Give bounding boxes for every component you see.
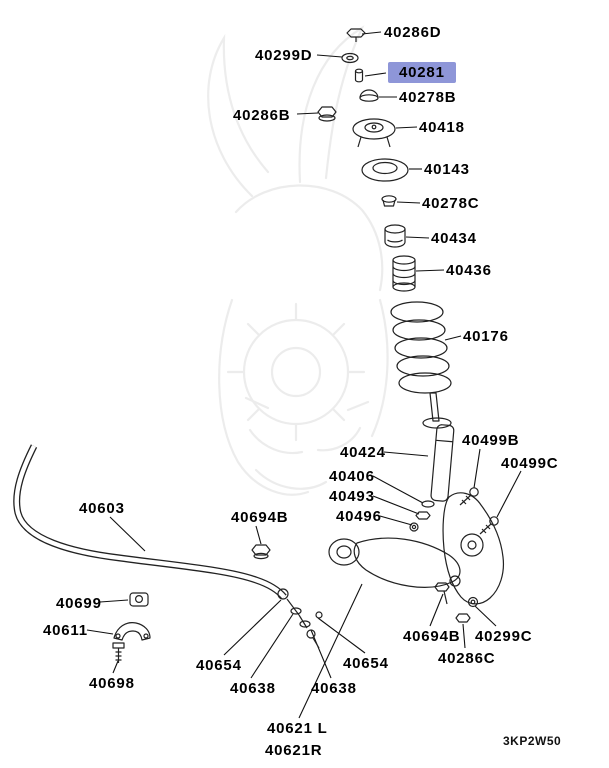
part-label-40694B-second[interactable]: 40694B	[403, 628, 461, 645]
part-label-40436[interactable]: 40436	[446, 262, 492, 279]
part-label-40299D[interactable]: 40299D	[255, 47, 313, 64]
part-label-40424[interactable]: 40424	[340, 444, 386, 461]
part-label-40499C[interactable]: 40499C	[501, 455, 559, 472]
bump-stopper-drawing	[384, 224, 406, 248]
part-label-40278B[interactable]: 40278B	[399, 89, 457, 106]
bolt-drawing	[112, 642, 125, 663]
bushing-drawing	[129, 592, 149, 607]
part-label-40499B[interactable]: 40499B	[462, 432, 520, 449]
part-label-40654-left[interactable]: 40654	[196, 657, 242, 674]
washer-drawing	[341, 52, 359, 64]
flanged-nut-drawing	[317, 106, 337, 122]
part-label-40299C[interactable]: 40299C	[475, 628, 533, 645]
part-label-40286B[interactable]: 40286B	[233, 107, 291, 124]
part-label-40434[interactable]: 40434	[431, 230, 477, 247]
part-label-40493[interactable]: 40493	[329, 488, 375, 505]
small-stopper-drawing	[381, 195, 397, 207]
dust-cover-drawing	[392, 255, 416, 292]
knuckle-drawing	[442, 492, 505, 605]
part-label-40406[interactable]: 40406	[329, 468, 375, 485]
top-nut-drawing	[346, 28, 366, 42]
part-label-40286D[interactable]: 40286D	[384, 24, 442, 41]
part-label-40621L[interactable]: 40621 L	[267, 720, 328, 737]
part-label-40278C[interactable]: 40278C	[422, 195, 480, 212]
part-label-40638-right[interactable]: 40638	[311, 680, 357, 697]
part-label-40694B-first[interactable]: 40694B	[231, 509, 289, 526]
lower-arm-drawing	[328, 537, 461, 588]
part-label-40611[interactable]: 40611	[43, 622, 88, 639]
cap-drawing	[359, 89, 379, 102]
stabilizer-link-drawing	[277, 588, 323, 649]
stabilizer-bar-drawing	[13, 444, 287, 600]
part-label-40698[interactable]: 40698	[89, 675, 135, 692]
pin-drawing	[354, 68, 364, 83]
part-label-40286C[interactable]: 40286C	[438, 650, 496, 667]
part-label-40603[interactable]: 40603	[79, 500, 125, 517]
diagram-code: 3KP2W50	[503, 734, 562, 748]
spring-seat-drawing	[361, 158, 409, 182]
part-label-40281-highlighted[interactable]: 40281	[388, 62, 456, 84]
parts-drawings	[13, 28, 505, 663]
part-label-40418[interactable]: 40418	[419, 119, 465, 136]
bracket-drawing	[113, 622, 151, 641]
stabilizer-nut-drawing	[251, 544, 271, 560]
part-label-40496[interactable]: 40496	[336, 508, 382, 525]
small-washer-nut-drawing	[455, 596, 479, 623]
strut-drawing	[422, 392, 455, 502]
part-label-40699[interactable]: 40699	[56, 595, 102, 612]
part-label-40143[interactable]: 40143	[424, 161, 470, 178]
part-label-40176[interactable]: 40176	[463, 328, 509, 345]
part-label-40621R[interactable]: 40621R	[265, 742, 323, 759]
strut-mount-drawing	[352, 118, 396, 148]
watermark-logo	[207, 25, 389, 496]
knuckle-bolts-drawing	[459, 487, 499, 535]
arm-bolt-drawing	[434, 582, 450, 605]
part-label-40638-left[interactable]: 40638	[230, 680, 276, 697]
coil-spring-drawing	[390, 301, 452, 394]
part-label-40654-right[interactable]: 40654	[343, 655, 389, 672]
leader-lines	[86, 31, 522, 719]
arm-hardware-drawing	[409, 500, 435, 532]
